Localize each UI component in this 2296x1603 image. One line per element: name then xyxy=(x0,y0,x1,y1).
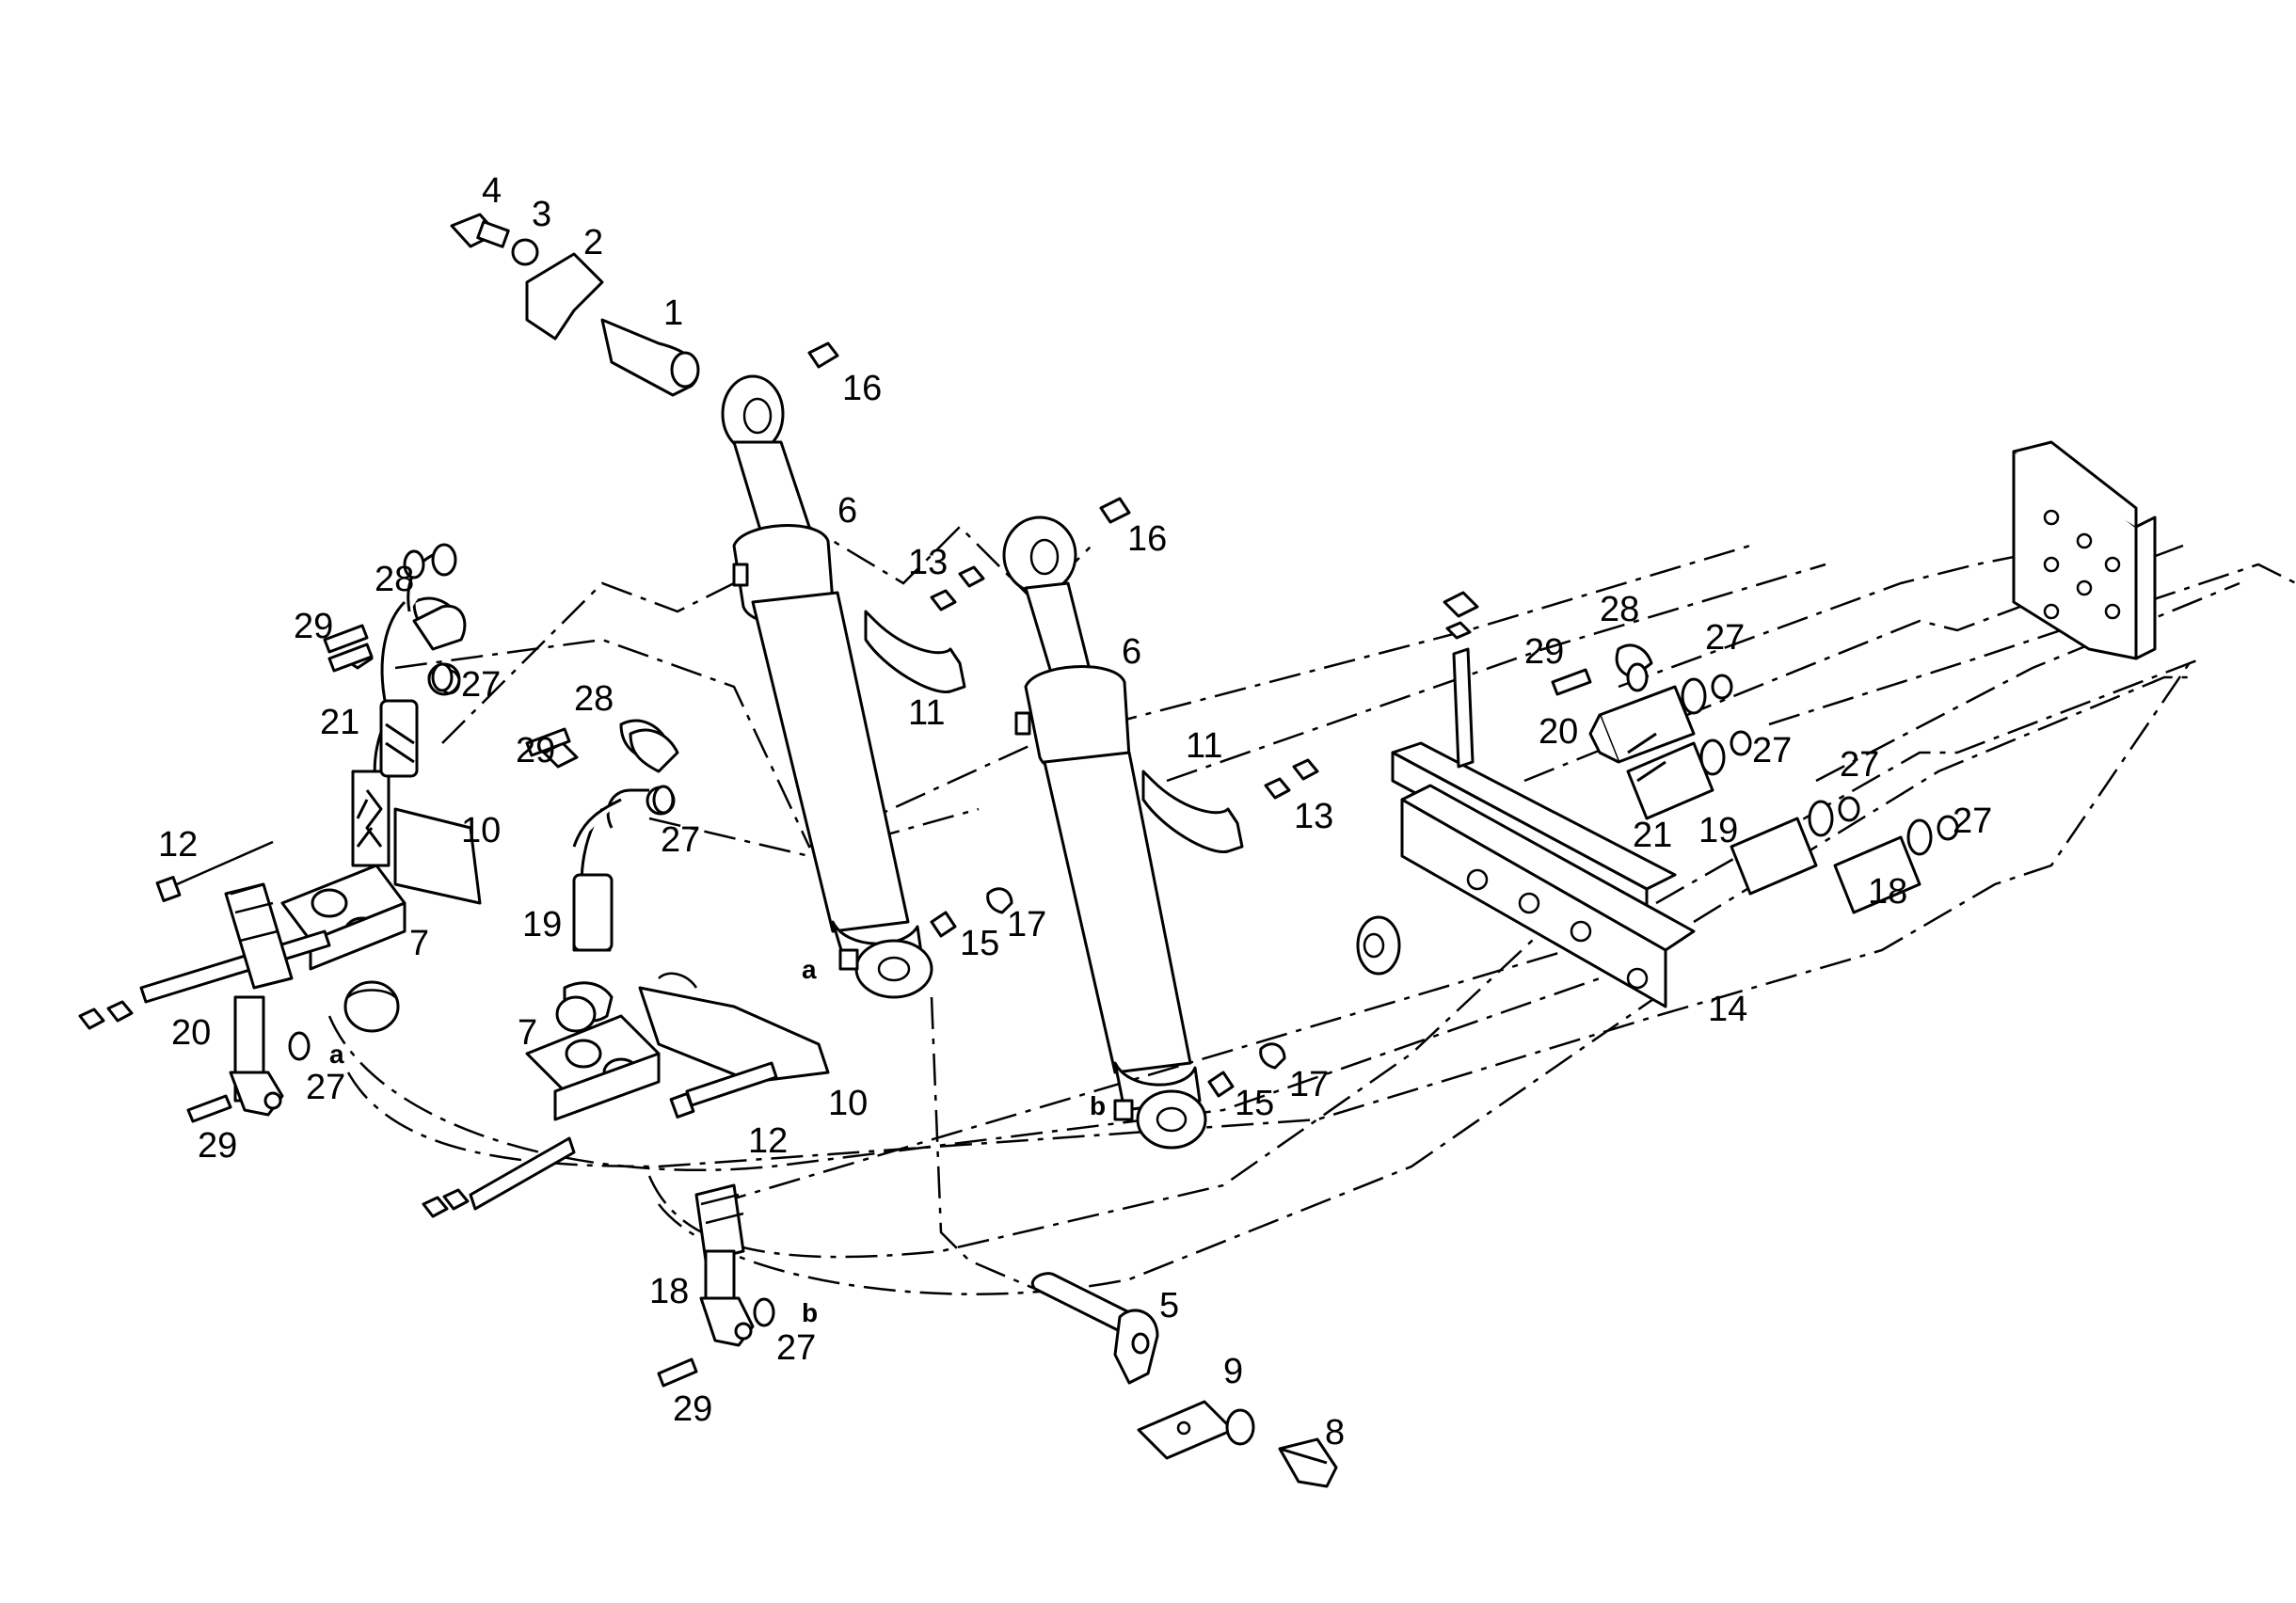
callout-21-right: 21 xyxy=(1633,816,1672,855)
callout-20-left: 20 xyxy=(171,1013,211,1053)
callout-27-e: 27 xyxy=(1840,745,1879,785)
callout-29-left: 29 xyxy=(294,607,333,646)
callout-27-h: 27 xyxy=(776,1328,816,1368)
hydraulic-cylinder-right xyxy=(1002,516,1207,1150)
callout-28-right: 28 xyxy=(1600,590,1639,629)
callout-9: 9 xyxy=(1223,1352,1243,1391)
callout-10-left: 10 xyxy=(461,811,501,850)
callout-27-d: 27 xyxy=(1752,731,1792,770)
callout-13-right: 13 xyxy=(1294,797,1333,836)
callout-11-right: 11 xyxy=(1186,726,1222,766)
callout-12-center: 12 xyxy=(748,1121,788,1161)
callout-4: 4 xyxy=(482,171,502,211)
callout-7-left: 7 xyxy=(409,924,429,963)
callout-5: 5 xyxy=(1159,1286,1179,1325)
callout-15-left: 15 xyxy=(960,924,999,963)
callout-8: 8 xyxy=(1325,1413,1345,1452)
callout-27-b: 27 xyxy=(661,820,700,860)
hydraulic-line-paths xyxy=(327,506,2296,1295)
callout-19-right: 19 xyxy=(1698,811,1738,850)
callout-20-right: 20 xyxy=(1539,712,1578,752)
left-bracket-assembly xyxy=(78,596,482,1123)
clamp-right xyxy=(1141,758,1319,854)
callout-1: 1 xyxy=(663,294,683,333)
connection-markers: a a b b xyxy=(329,955,1106,1327)
callout-18-right: 18 xyxy=(1868,872,1907,912)
callout-3: 3 xyxy=(532,195,551,234)
callout-6-right: 6 xyxy=(1122,632,1141,672)
callout-13-top: 13 xyxy=(908,543,948,582)
callout-labels: 4 3 2 1 16 16 6 6 13 13 11 11 28 28 28 2… xyxy=(158,171,1992,1452)
callout-6-left: 6 xyxy=(837,491,857,531)
valve-block xyxy=(2012,440,2157,660)
callout-15-right: 15 xyxy=(1235,1084,1274,1123)
marker-b-fitting: b xyxy=(802,1298,818,1327)
callout-29-lower-left: 29 xyxy=(198,1126,237,1166)
upper-left-couplers xyxy=(327,543,679,1033)
top-pin-assembly xyxy=(450,213,1131,524)
callout-27-c: 27 xyxy=(1705,618,1745,658)
callout-17-right: 17 xyxy=(1289,1065,1329,1104)
marker-a-cylinder: a xyxy=(802,955,817,984)
right-couplers xyxy=(1551,643,1959,914)
callout-29-right: 29 xyxy=(1524,632,1564,672)
callout-18-bottom: 18 xyxy=(649,1272,689,1311)
callout-28-center: 28 xyxy=(574,679,614,719)
callout-7-center: 7 xyxy=(518,1013,537,1053)
marker-a-fitting: a xyxy=(329,1040,344,1069)
callout-29-bottom: 29 xyxy=(673,1389,712,1429)
callout-11-top: 11 xyxy=(908,693,945,733)
callout-16-top: 16 xyxy=(842,369,882,408)
grease-fittings xyxy=(930,887,1286,1098)
callout-28-left: 28 xyxy=(375,560,414,599)
callout-2: 2 xyxy=(583,223,603,262)
callout-16-right: 16 xyxy=(1127,519,1167,559)
callout-12-left: 12 xyxy=(158,825,198,865)
callout-29-center: 29 xyxy=(516,731,555,770)
callout-27-a: 27 xyxy=(461,665,501,705)
callout-19-center: 19 xyxy=(522,905,562,944)
callout-10-center: 10 xyxy=(828,1084,868,1123)
callout-14: 14 xyxy=(1708,990,1747,1029)
callout-21-left: 21 xyxy=(320,703,359,742)
clamp-left xyxy=(864,565,985,694)
hydraulic-cylinder-left xyxy=(721,374,933,999)
callout-27-f: 27 xyxy=(1953,802,1992,841)
lower-pin-assembly xyxy=(1031,1272,1338,1488)
callout-27-g: 27 xyxy=(306,1068,345,1107)
cross-member xyxy=(1356,591,1696,1008)
callout-17-left: 17 xyxy=(1007,905,1046,944)
marker-b-cylinder: b xyxy=(1090,1091,1106,1120)
